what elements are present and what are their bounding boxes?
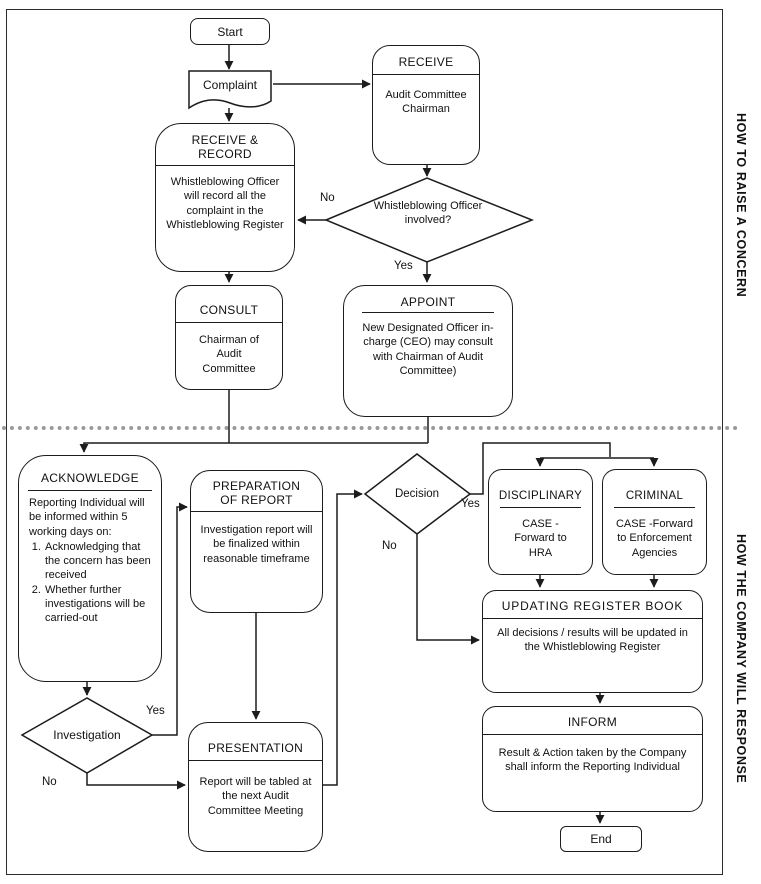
acknowledge-body: Reporting Individual will be informed wi… <box>19 491 161 626</box>
acknowledge-list: Acknowledging that the concern has been … <box>29 540 155 626</box>
start-label: Start <box>217 24 243 39</box>
edge-presentation-to-decision <box>323 489 363 786</box>
consult-body: Chairman of Audit Committee <box>199 334 259 375</box>
receive-record-body: Whistleblowing Officer will record all t… <box>166 176 284 231</box>
criminal-divider <box>614 507 695 508</box>
edge-decision-yes-feed <box>470 442 611 495</box>
updating-register-body: All decisions / results will be updated … <box>497 627 688 654</box>
inform-node: INFORM Result & Action taken by the Comp… <box>482 706 703 812</box>
consult-divider <box>176 322 282 323</box>
presentation-title: PRESENTATION <box>207 741 304 756</box>
receive-title: RECEIVE <box>398 55 454 70</box>
wb-officer-diamond <box>324 177 535 263</box>
receive-node: RECEIVE Audit Committee Chairman <box>372 45 480 165</box>
acknowledge-title: ACKNOWLEDGE <box>41 471 139 486</box>
updating-register-node: UPDATING REGISTER BOOK All decisions / r… <box>482 590 703 693</box>
receive-record-title: RECEIVE & RECORD <box>191 133 259 162</box>
presentation-body: Report will be tabled at the next Audit … <box>199 776 312 817</box>
investigation-no-label: No <box>42 776 57 788</box>
investigation-yes-label: Yes <box>146 705 165 717</box>
wb-officer-question: Whistleblowing Officer involved? <box>373 200 483 226</box>
appoint-body: New Designated Officer in-charge (CEO) m… <box>362 322 494 377</box>
receive-record-node: RECEIVE & RECORD Whistleblowing Officer … <box>155 123 295 272</box>
preparation-body: Investigation report will be finalized w… <box>200 524 313 565</box>
disciplinary-node: DISCIPLINARY CASE - Forward to HRA <box>488 469 593 575</box>
updating-register-title: UPDATING REGISTER BOOK <box>501 599 684 614</box>
disciplinary-divider <box>500 507 581 508</box>
inform-body: Result & Action taken by the Company sha… <box>498 747 687 774</box>
updating-register-divider <box>483 618 702 619</box>
start-terminal: Start <box>190 18 270 45</box>
section-label-raise-concern: HOW TO RAISE A CONCERN <box>734 112 748 298</box>
end-label: End <box>590 832 612 846</box>
wb-yes-label: Yes <box>394 260 413 272</box>
consult-node: CONSULT Chairman of Audit Committee <box>175 285 283 390</box>
appoint-divider <box>362 312 494 313</box>
presentation-node: PRESENTATION Report will be tabled at th… <box>188 722 323 852</box>
wb-no-label: No <box>320 192 335 204</box>
disciplinary-body: CASE - Forward to HRA <box>514 518 567 559</box>
appoint-title: APPOINT <box>400 295 456 310</box>
section-label-company-response: HOW THE COMPANY WILL RESPONSE <box>734 533 748 784</box>
appoint-node: APPOINT New Designated Officer in-charge… <box>343 285 513 417</box>
investigation-question: Investigation <box>53 728 121 742</box>
receive-body: Audit Committee Chairman <box>385 89 467 116</box>
criminal-title: CRIMINAL <box>625 489 684 502</box>
decision-no-label: No <box>382 540 397 552</box>
consult-title: CONSULT <box>199 303 259 318</box>
end-terminal: End <box>560 826 642 852</box>
criminal-body: CASE -Forward to Enforcement Agencies <box>615 518 694 559</box>
criminal-node: CRIMINAL CASE -Forward to Enforcement Ag… <box>602 469 707 575</box>
edge-investigation-yes-to-preparation <box>152 502 188 736</box>
outer-border <box>6 9 723 875</box>
complaint-document-shape <box>188 70 272 110</box>
preparation-node: PREPARATION OF REPORT Investigation repo… <box>190 470 323 613</box>
decision-question: Decision <box>394 488 440 500</box>
preparation-title: PREPARATION OF REPORT <box>212 479 301 508</box>
inform-divider <box>483 734 702 735</box>
acknowledge-divider <box>27 490 153 491</box>
acknowledge-node: ACKNOWLEDGE Reporting Individual will be… <box>18 455 162 682</box>
acknowledge-intro: Reporting Individual will be informed wi… <box>29 497 145 538</box>
presentation-divider <box>189 760 322 761</box>
complaint-document-label: Complaint <box>202 78 258 92</box>
section-divider-dotted-line <box>2 426 738 430</box>
edge-merge-to-acknowledge <box>79 442 428 453</box>
edge-investigation-no-to-presentation <box>86 773 186 790</box>
disciplinary-title: DISCIPLINARY <box>498 489 583 502</box>
inform-title: INFORM <box>567 715 618 730</box>
edge-decision-no-to-updating <box>416 534 480 645</box>
receive-divider <box>373 74 479 75</box>
receive-record-divider <box>156 165 294 166</box>
acknowledge-list-item: Acknowledging that the concern has been … <box>44 540 155 583</box>
acknowledge-list-item: Whether further investigations will be c… <box>44 583 155 626</box>
preparation-divider <box>191 511 322 512</box>
decision-yes-label: Yes <box>461 498 480 510</box>
